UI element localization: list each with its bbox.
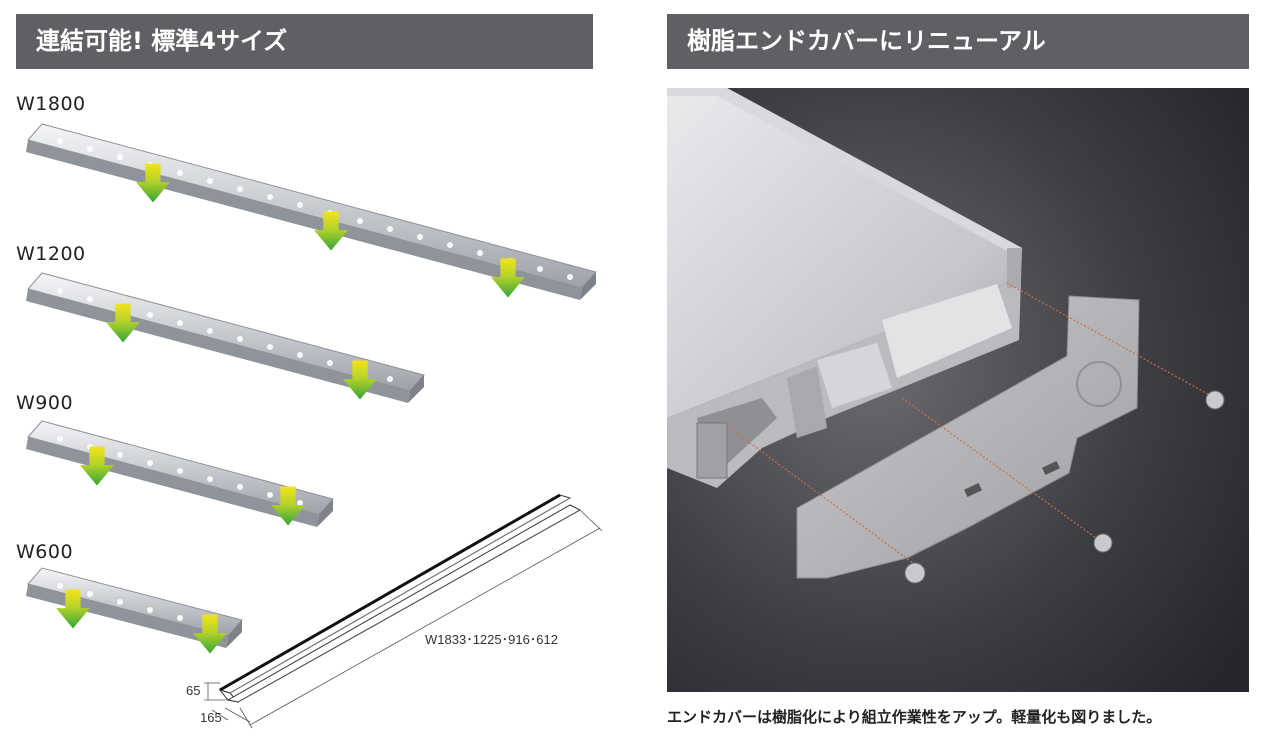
fixture-w1200 xyxy=(26,272,425,403)
right-section-header: 樹脂エンドカバーにリニューアル xyxy=(667,14,1249,69)
caption-text: エンドカバーは樹脂化により組立作業性をアップ。軽量化も図りました。 xyxy=(667,708,1162,726)
left-section-header: 連結可能! 標準4サイズ xyxy=(16,14,593,69)
fixture-w900 xyxy=(26,420,334,527)
size-label-w1800: W1800 xyxy=(16,93,86,115)
dimension-drawing xyxy=(204,493,603,729)
depth-dimension-label: 165 xyxy=(200,710,222,725)
size-label-w600: W600 xyxy=(16,541,74,563)
end-cover-photo xyxy=(667,88,1249,692)
height-dimension-label: 65 xyxy=(186,683,200,698)
fixture-w600 xyxy=(26,567,243,654)
light-fixture-illustrations: W1833･1225･916･612 65 165 xyxy=(26,123,603,729)
fixture-w1800 xyxy=(26,123,597,300)
size-label-w1200: W1200 xyxy=(16,243,86,265)
length-dimension-label: W1833･1225･916･612 xyxy=(425,632,558,647)
size-label-w900: W900 xyxy=(16,392,74,414)
